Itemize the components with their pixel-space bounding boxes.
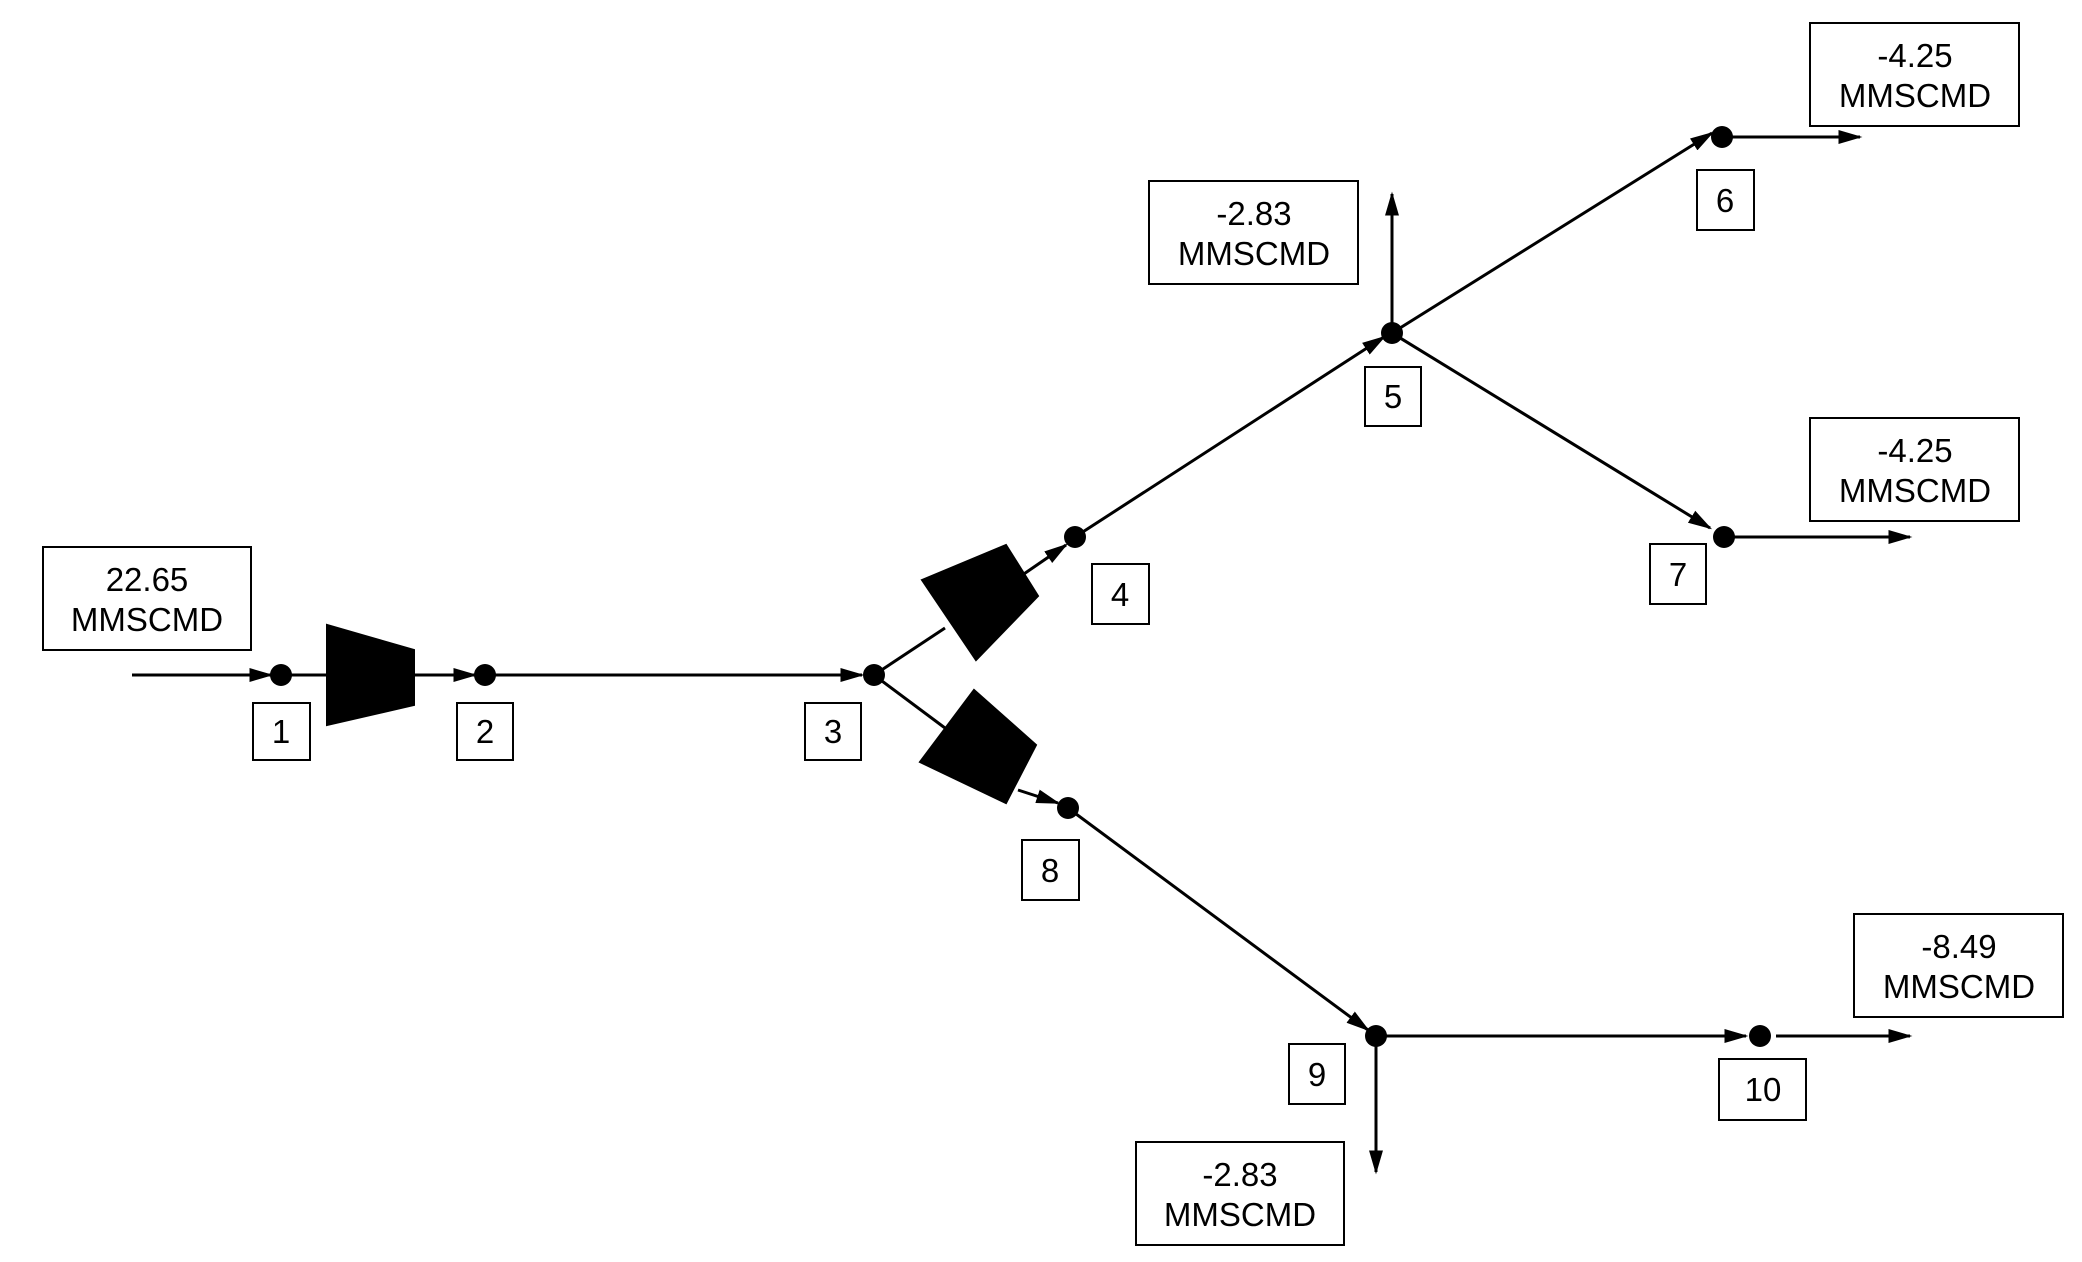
svg-text:7: 7 [1669,556,1687,593]
compressor-3-4 [920,543,1040,662]
pipe-5-6 [1391,131,1715,335]
node-8-label: 8 [1021,839,1080,901]
svg-text:MMSCMD: MMSCMD [71,601,223,638]
node-5-label: 5 [1364,366,1422,427]
node-10-label: 10 [1718,1058,1807,1121]
svg-text:10: 10 [1745,1071,1782,1108]
svg-text:5: 5 [1384,378,1402,415]
pipe-4-5 [1074,335,1387,539]
node-1-dot [270,664,292,686]
node-8-dot [1057,797,1079,819]
flow-box-demand-7: -4.25 MMSCMD [1809,417,2020,522]
svg-text:-4.25: -4.25 [1877,432,1952,469]
svg-text:3: 3 [824,713,842,750]
flow-box-demand-6: -4.25 MMSCMD [1809,22,2020,127]
node-6-label: 6 [1696,169,1755,231]
pipe-5-7 [1391,331,1713,530]
flow-box-demand-9: -2.83 MMSCMD [1135,1141,1345,1246]
pipe-3-compressor-upper [873,626,946,677]
svg-text:-4.25: -4.25 [1877,37,1952,74]
node-10-dot [1749,1025,1771,1047]
svg-text:MMSCMD: MMSCMD [1164,1196,1316,1233]
compressor-1-2 [326,623,415,727]
svg-text:6: 6 [1716,182,1734,219]
node-4-label: 4 [1091,563,1150,625]
pipe-3-compressor-lower [873,673,946,730]
flow-box-supply-1: 22.65 MMSCMD [42,546,252,651]
flow-box-demand-5: -2.83 MMSCMD [1148,180,1359,285]
svg-text:MMSCMD: MMSCMD [1883,968,2035,1005]
pipe-compressor-lower-8 [1017,788,1061,805]
svg-text:MMSCMD: MMSCMD [1839,77,1991,114]
svg-text:22.65: 22.65 [106,561,189,598]
node-3-label: 3 [804,702,862,761]
svg-text:8: 8 [1041,852,1059,889]
node-6-dot [1711,126,1733,148]
pipe-compressor-upper-4 [1017,543,1068,580]
node-1-label: 1 [252,702,311,761]
node-4-dot [1064,526,1086,548]
pipe-8-9 [1067,806,1370,1032]
node-2-label: 2 [456,702,514,761]
node-9-dot [1365,1025,1387,1047]
svg-text:4: 4 [1111,576,1129,613]
node-5-dot [1381,322,1403,344]
flow-box-demand-10: -8.49 MMSCMD [1853,913,2064,1018]
svg-text:-8.49: -8.49 [1921,928,1996,965]
node-7-label: 7 [1649,543,1707,605]
svg-text:MMSCMD: MMSCMD [1178,235,1330,272]
svg-text:1: 1 [272,713,290,750]
compressor-3-8 [918,688,1038,805]
node-2-dot [474,664,496,686]
svg-text:2: 2 [476,713,494,750]
svg-text:-2.83: -2.83 [1202,1156,1277,1193]
svg-text:-2.83: -2.83 [1216,195,1291,232]
svg-text:9: 9 [1308,1056,1326,1093]
svg-text:MMSCMD: MMSCMD [1839,472,1991,509]
node-9-label: 9 [1288,1043,1346,1105]
node-7-dot [1713,526,1735,548]
node-3-dot [863,664,885,686]
